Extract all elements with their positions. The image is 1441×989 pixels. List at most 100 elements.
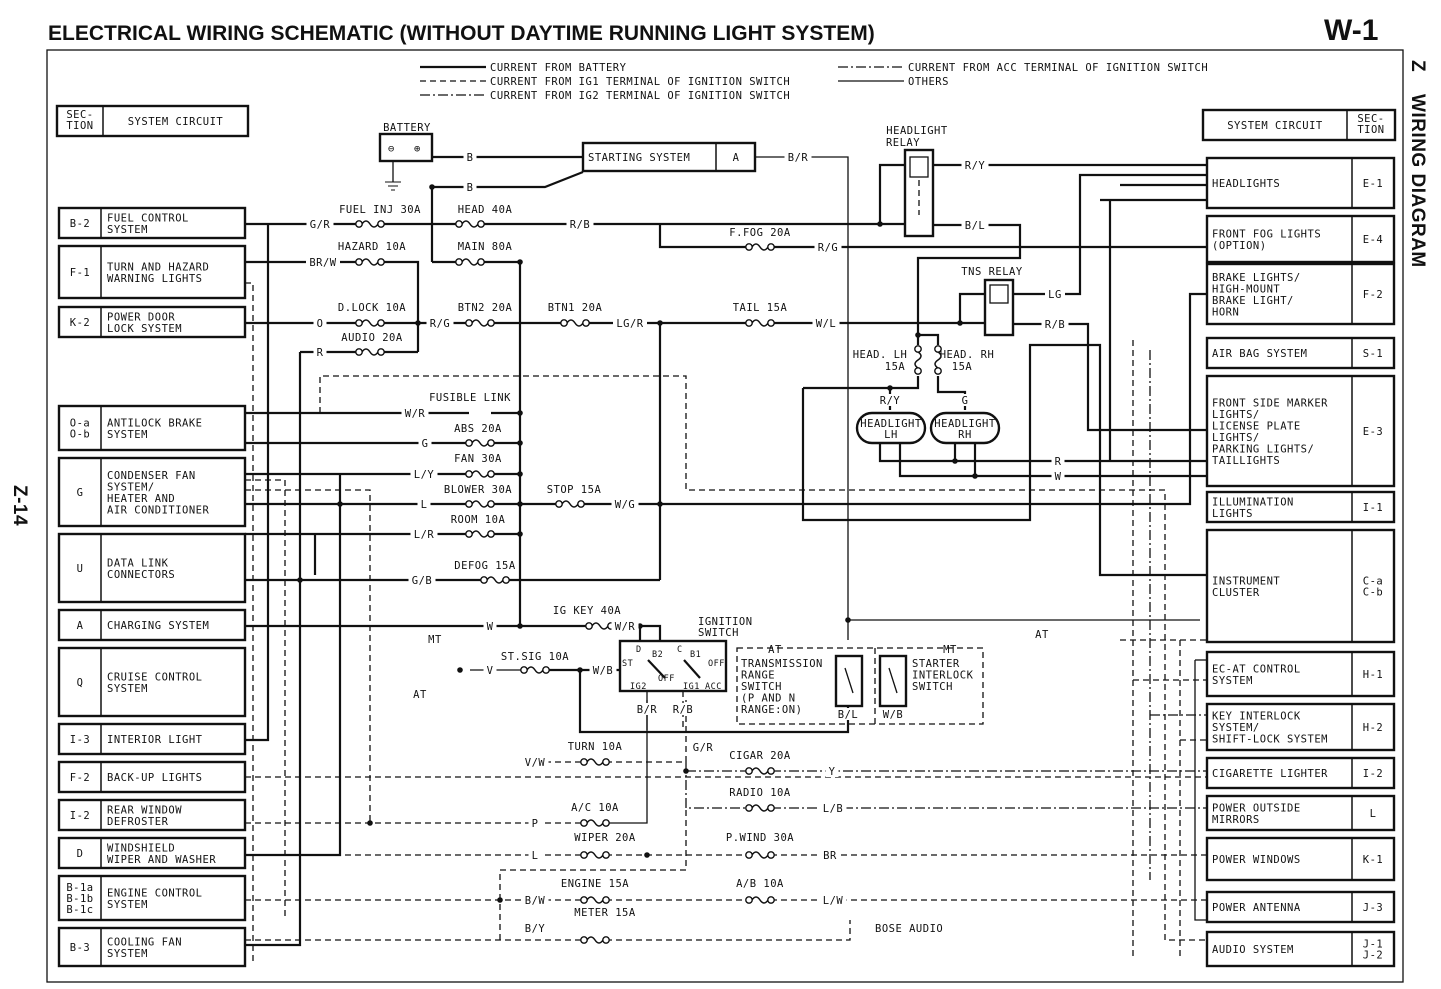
fuse-terminal [767, 851, 775, 859]
system-name: KEY INTERLOCK [1212, 711, 1301, 723]
fuse-element [361, 258, 379, 266]
wire-color-label: W [487, 621, 494, 633]
ignition-terminal-label: IG2 [630, 682, 647, 692]
head-lh-fuse-label: HEAD. LH [853, 349, 908, 361]
wire-label-bg [834, 708, 862, 720]
system-header: SYSTEM CIRCUIT [128, 116, 224, 128]
junction-dot [415, 320, 421, 326]
wire-color-label: B/R [788, 152, 809, 164]
junction-dot [915, 332, 921, 338]
wire [878, 440, 1207, 463]
system-name: SHIFT-LOCK SYSTEM [1212, 734, 1328, 746]
wire-label-bg [306, 256, 340, 268]
fuse-terminal [745, 851, 753, 859]
transmission-range-switch-label: TRANSMISSION [741, 658, 823, 670]
system-name: ENGINE CONTROL [107, 887, 203, 899]
mt-note: MT [428, 634, 442, 646]
system-name: INTERIOR LIGHT [107, 734, 203, 746]
fuse-terminal [355, 348, 363, 356]
system-box-f-2 [1205, 262, 1396, 326]
junction-dot [517, 440, 523, 446]
at-label: AT [768, 644, 782, 656]
starting-system-box [581, 141, 757, 173]
fuse-element [461, 220, 479, 228]
side-title: Z WIRING DIAGRAM [1407, 60, 1428, 268]
wire-label-bg [483, 664, 497, 676]
side-title-text: WIRING DIAGRAM [1407, 94, 1428, 268]
fuse-terminal [577, 500, 585, 508]
section-code: U [77, 563, 84, 575]
section-code: S-1 [1363, 348, 1383, 360]
fuse-icon [355, 348, 385, 356]
wire-label-bg [958, 394, 972, 406]
fuse-terminal [487, 439, 495, 447]
system-name: CONNECTORS [107, 569, 175, 581]
fuse-terminal [767, 804, 775, 812]
section-code: O-a [70, 418, 90, 430]
wire-label-bg [812, 317, 840, 329]
fuse-terminal [465, 470, 473, 478]
section-code: L [1370, 808, 1377, 820]
section-code: J-1 [1363, 939, 1383, 951]
system-name: TAILLIGHTS [1212, 455, 1280, 467]
fuse-terminal [767, 767, 775, 775]
starter-interlock-switch-label: SWITCH [912, 681, 953, 693]
wire-color-label: L [421, 499, 428, 511]
fuse-icon [555, 500, 585, 508]
wire [245, 282, 254, 962]
wire-color-label: R/G [430, 318, 450, 330]
fuse-icon [745, 243, 775, 251]
wire [245, 479, 286, 920]
junction-dot [297, 577, 303, 583]
fuse-element [471, 530, 489, 538]
system-box-j-1 [1205, 930, 1396, 968]
fuse-element [751, 851, 769, 859]
fuse-element [751, 804, 769, 812]
wire-color-label: V [487, 665, 494, 677]
transmission-range-switch-label: SWITCH [741, 681, 782, 693]
junction-dot [972, 473, 978, 479]
fuse-element [751, 767, 769, 775]
fuse-icon [520, 666, 550, 674]
headlight-rh-label: RH [958, 429, 972, 441]
system-name: WIPER AND WASHER [107, 854, 216, 866]
wire-color-label: LG [1048, 289, 1062, 301]
legend-item: CURRENT FROM IG2 TERMINAL OF IGNITION SW… [490, 90, 790, 102]
system-box-f-1 [57, 244, 247, 300]
wire-color-label: W/G [615, 499, 635, 511]
fuse-icon [745, 896, 775, 904]
fuse-element [361, 348, 379, 356]
system-box-b-2 [57, 206, 247, 240]
wire-label-bg [669, 703, 697, 715]
wire [481, 163, 905, 226]
legend-item: CURRENT FROM ACC TERMINAL OF IGNITION SW… [908, 62, 1208, 74]
section-code: B-1a [66, 882, 93, 894]
wire-label-bg [1051, 470, 1065, 482]
relay-coil-icon [989, 284, 1009, 304]
mt-label: MT [943, 644, 957, 656]
diagram-frame [46, 49, 1404, 983]
fuse-terminal [602, 936, 610, 944]
section-code: I-2 [70, 810, 90, 822]
fuse-terminal [455, 220, 463, 228]
fuse-label: P.WIND 30A [726, 832, 794, 844]
fuse-label: WIPER 20A [574, 832, 636, 844]
system-name: DEFROSTER [107, 816, 169, 828]
fuse-element [461, 258, 479, 266]
wire-color-label: G/B [412, 575, 432, 587]
headlight-rh-icon [929, 411, 1001, 445]
fuse-terminal [377, 258, 385, 266]
fuse-element [586, 851, 604, 859]
fuse-label: MAIN 80A [458, 241, 513, 253]
wire-label-bg [819, 802, 847, 814]
wire-color-label: P [532, 818, 539, 830]
starter-interlock-switch-label: STARTER [912, 658, 960, 670]
fuse-terminal [745, 804, 753, 812]
wire-label-bg [410, 468, 438, 480]
wire-color-label: B/L [965, 220, 985, 232]
fuse-terminal [560, 319, 568, 327]
wire-color-label: L/R [414, 529, 435, 541]
system-name: LICENSE PLATE [1212, 420, 1301, 432]
fuse-icon [455, 258, 485, 266]
fuse-label: DEFOG 15A [454, 560, 516, 572]
